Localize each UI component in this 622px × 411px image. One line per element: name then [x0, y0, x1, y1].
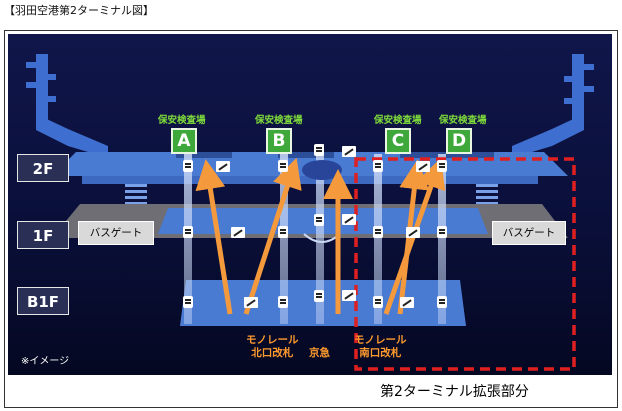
escalator-icon: [342, 214, 356, 225]
keikyu-label: 京急: [309, 347, 330, 359]
escalator-icon: [244, 297, 258, 308]
gate-d: D: [446, 128, 472, 154]
terminal-diagram: 保安検査場 保安検査場 保安検査場 保安検査場 A B C D 2F 1F B1…: [8, 34, 612, 375]
left-pier: [26, 54, 108, 158]
elevator-icon: [278, 296, 288, 308]
route-arrows: [195, 157, 446, 315]
elevator-icon: [183, 296, 193, 308]
security-label-b: 保安検査場: [255, 115, 303, 126]
elevator-icon: [278, 160, 288, 172]
elevator-icon: [183, 226, 193, 238]
elevator-icon: [314, 214, 324, 226]
bus-gate-left: バスゲート: [78, 221, 154, 245]
gate-b: B: [266, 128, 292, 154]
floor-label-b1f: B1F: [17, 287, 69, 315]
security-label-d: 保安検査場: [439, 115, 487, 126]
floor-label-2f: 2F: [17, 154, 69, 182]
elevator-icon: [373, 296, 383, 308]
bus-gate-right: バスゲート: [492, 221, 566, 245]
elevator-icon: [373, 160, 383, 172]
floor-label-1f: 1F: [17, 221, 69, 249]
elevator-icon: [373, 226, 383, 238]
escalator-icon: [406, 227, 420, 238]
escalator-icon: [216, 161, 230, 172]
escalator-icon: [342, 146, 356, 157]
elevator-icon: [278, 226, 288, 238]
expansion-outline: [354, 157, 576, 371]
elevator-icon: [314, 290, 324, 302]
escalator-icon: [342, 290, 356, 301]
figure-caption: 【羽田空港第2ターミナル図】: [4, 4, 154, 17]
escalator-icon: [416, 161, 430, 172]
elevator-icon: [314, 144, 324, 156]
terminal-map-svg: [26, 54, 594, 371]
right-pier: [512, 54, 594, 158]
monorail-south-text: モノレール 南口改札: [354, 334, 407, 359]
escalator-icon: [231, 227, 245, 238]
monorail-north-text: モノレール 北口改札: [246, 334, 299, 359]
image-note: ※イメージ: [21, 356, 70, 367]
monorail-north-gate-label: モノレール 北口改札: [246, 334, 299, 360]
gate-c: C: [385, 128, 411, 154]
elevator-icon: [183, 160, 193, 172]
escalator-icon: [400, 297, 414, 308]
elevator-icon: [437, 296, 447, 308]
elevator-icon: [437, 226, 447, 238]
elevator-columns: [184, 144, 446, 324]
security-label-a: 保安検査場: [158, 115, 206, 126]
elevator-icon: [437, 160, 447, 172]
security-label-c: 保安検査場: [374, 115, 422, 126]
monorail-south-gate-label: モノレール 南口改札: [354, 334, 407, 360]
gate-a: A: [171, 128, 197, 154]
expansion-area-label: 第2ターミナル拡張部分: [380, 384, 529, 400]
